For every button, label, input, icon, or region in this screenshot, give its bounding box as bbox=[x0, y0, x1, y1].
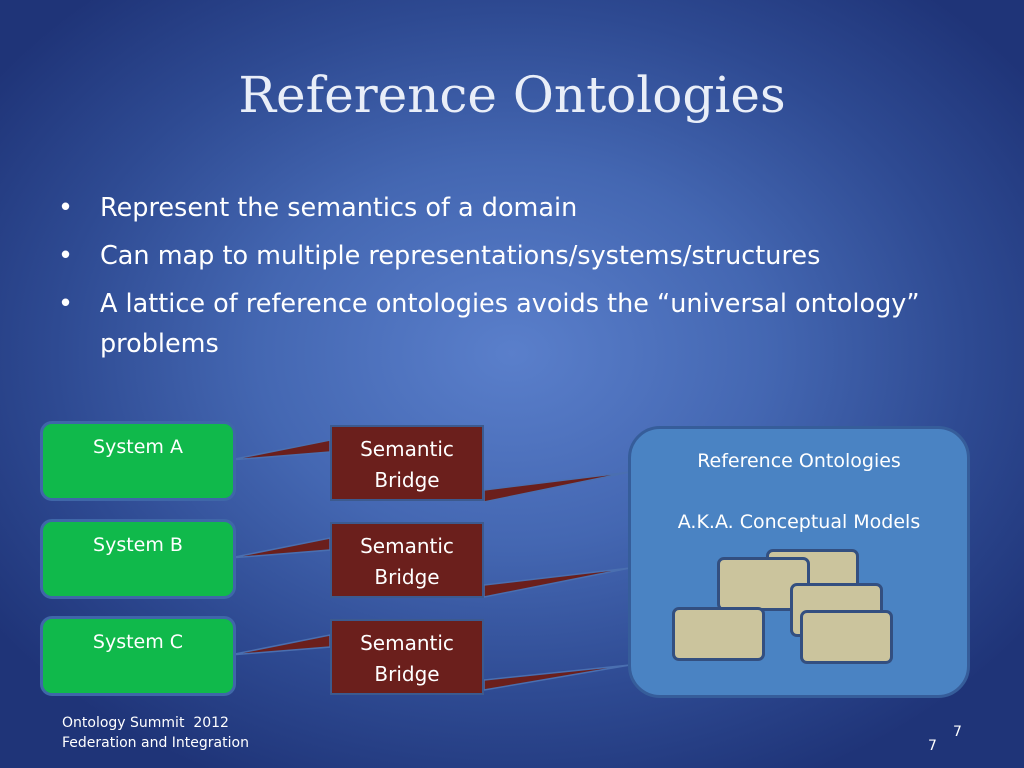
bullet-item: Represent the semantics of a domain bbox=[58, 188, 958, 228]
ontology-card bbox=[672, 607, 765, 661]
page-title: Reference Ontologies bbox=[238, 66, 786, 124]
semantic-bridge-b: Semantic Bridge bbox=[330, 522, 484, 598]
bridge-label-line1: Semantic bbox=[360, 631, 454, 655]
bridge-label-line2: Bridge bbox=[374, 565, 440, 589]
system-b-box: System B bbox=[40, 519, 236, 599]
reference-subtitle: A.K.A. Conceptual Models bbox=[677, 511, 921, 533]
footer-text: Ontology Summit 2012 Federation and Inte… bbox=[62, 713, 249, 753]
connector-a-right bbox=[483, 471, 631, 503]
system-b-label: System B bbox=[93, 534, 183, 556]
system-c-box: System C bbox=[40, 616, 236, 696]
ontology-card bbox=[800, 610, 893, 664]
system-c-label: System C bbox=[92, 631, 184, 653]
connector-c-right bbox=[483, 664, 631, 691]
bridge-label-line2: Bridge bbox=[374, 662, 440, 686]
bullet-item: A lattice of reference ontologies avoids… bbox=[58, 284, 958, 364]
connector-b-left bbox=[229, 537, 331, 559]
connector-b-right bbox=[483, 567, 631, 598]
reference-title: Reference Ontologies bbox=[697, 450, 901, 472]
bullet-list: Represent the semantics of a domain Can … bbox=[58, 188, 958, 372]
page-number: 7 bbox=[953, 724, 962, 740]
page-number-secondary: 7 bbox=[928, 738, 937, 754]
bridge-label-line2: Bridge bbox=[374, 468, 440, 492]
semantic-bridge-a: Semantic Bridge bbox=[330, 425, 484, 501]
system-a-box: System A bbox=[40, 421, 236, 501]
footer-line2: Federation and Integration bbox=[62, 735, 249, 751]
bridge-label-line1: Semantic bbox=[360, 534, 454, 558]
connector-c-left bbox=[229, 634, 331, 656]
system-a-label: System A bbox=[93, 436, 183, 458]
footer-line1: Ontology Summit 2012 bbox=[62, 715, 229, 731]
connector-a-left bbox=[229, 439, 331, 461]
semantic-bridge-c: Semantic Bridge bbox=[330, 619, 484, 695]
bullet-item: Can map to multiple representations/syst… bbox=[58, 236, 958, 276]
bridge-label-line1: Semantic bbox=[360, 437, 454, 461]
